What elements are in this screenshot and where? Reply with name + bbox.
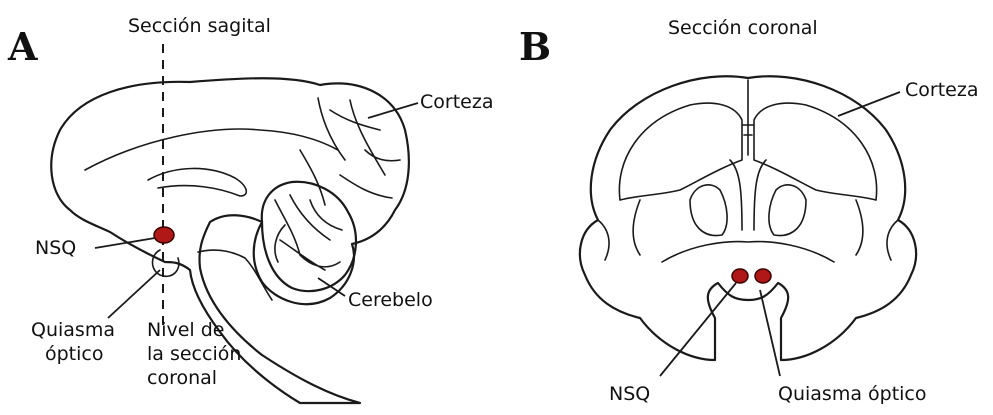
interhemispheric-fissure <box>742 80 754 155</box>
diencephalon-arc <box>662 242 834 262</box>
septum <box>730 160 766 230</box>
left-ventricle <box>690 185 727 236</box>
cortex-inner-border-right <box>754 103 877 200</box>
nsq-dot-coronal-left <box>732 269 748 283</box>
nsq-leader-a <box>95 238 155 248</box>
chiasm-label-b: Quiasma óptico <box>778 383 927 405</box>
chiasm-leader-a <box>108 270 160 318</box>
level-label-line3: coronal <box>147 367 217 389</box>
level-label-line2: la sección <box>147 343 241 365</box>
panel-b: B Sección coronal Corteza NSQ Quiasma óp… <box>519 17 978 405</box>
nsq-dot-sagittal <box>154 227 174 243</box>
side-folds <box>598 200 898 260</box>
nsq-label-b: NSQ <box>609 383 650 405</box>
nsq-leader-b <box>660 283 736 376</box>
level-label-line1: Nivel de <box>147 319 225 341</box>
cerebellum-leader <box>318 278 345 296</box>
nsq-dot-coronal-right <box>755 269 771 283</box>
right-ventricle <box>769 185 806 236</box>
cerebellum-folia <box>275 195 342 270</box>
cortex-folds <box>300 98 400 205</box>
chiasm-leader-b <box>760 290 780 376</box>
panel-b-letter: B <box>519 24 551 69</box>
chiasm-label-a-line2: óptico <box>45 343 103 365</box>
cortex-inner-border <box>619 103 742 200</box>
cerebellum-outline <box>262 182 356 291</box>
cerebellum-label: Cerebelo <box>348 289 433 311</box>
cortex-label-a: Corteza <box>420 91 493 113</box>
cortex-label-b: Corteza <box>905 79 978 101</box>
panel-a: A Sección sagital Corteza NSQ Quiasma óp… <box>7 15 493 403</box>
panel-b-title: Sección coronal <box>668 17 818 39</box>
chiasm-label-a-line1: Quiasma <box>31 319 115 341</box>
panel-a-title: Sección sagital <box>128 15 271 37</box>
nsq-label-a: NSQ <box>35 237 76 259</box>
panel-a-letter: A <box>7 24 38 69</box>
